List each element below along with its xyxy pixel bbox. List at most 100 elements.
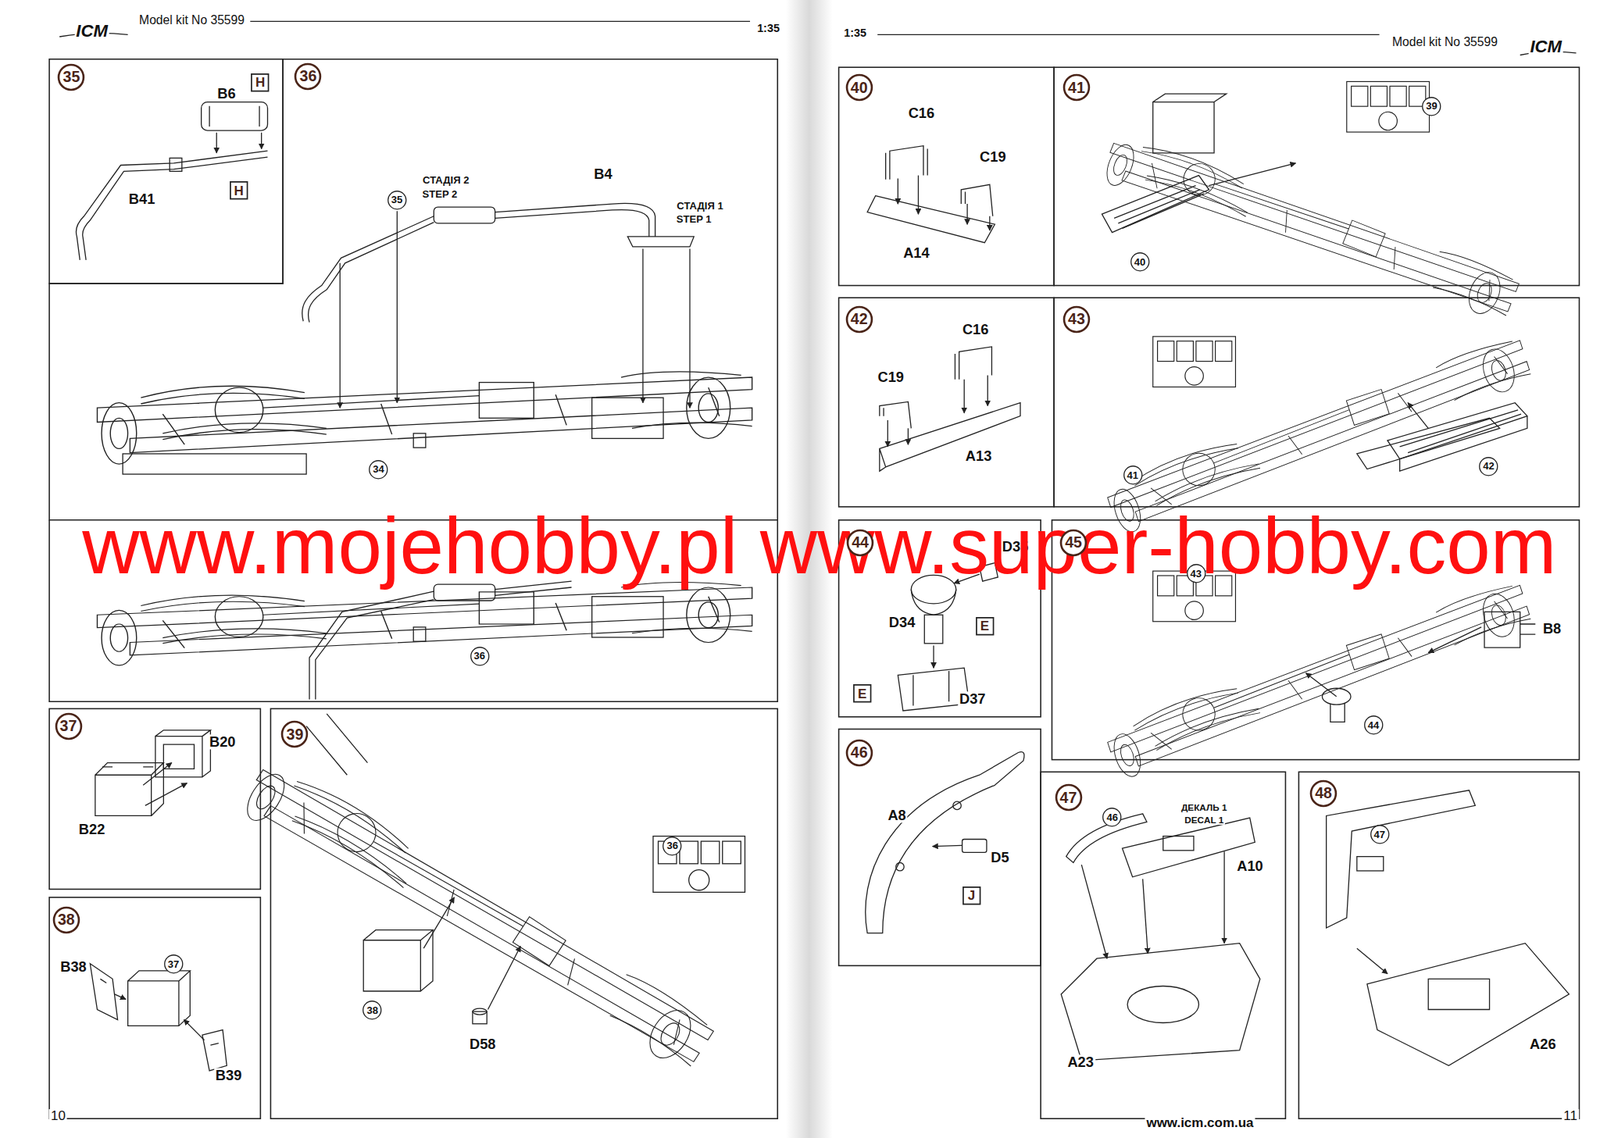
step-number-text: 48 xyxy=(1314,785,1333,802)
callout-number-shape xyxy=(1186,564,1205,583)
step-number: 46 xyxy=(846,739,873,767)
part-letter-box-text: H xyxy=(255,75,265,90)
watermark: www.mojehobby.pl www.super-hobby.com xyxy=(82,503,1557,588)
step-number-shape xyxy=(846,75,872,100)
callout-number-text: 41 xyxy=(1127,470,1140,481)
part-letter-box-shape xyxy=(251,74,269,92)
callout-number-shape xyxy=(1479,457,1498,475)
step-number-shape xyxy=(1064,307,1090,333)
callout-number-shape xyxy=(388,190,407,209)
callout-number-shape xyxy=(1123,466,1142,485)
step-number-text: 37 xyxy=(60,718,78,735)
callout-number-text: 36 xyxy=(474,650,486,661)
callout-number: 39 xyxy=(1421,96,1442,117)
part-label: B20 xyxy=(207,734,238,750)
step-number-text: 46 xyxy=(850,745,868,761)
step-number-text: 41 xyxy=(1067,80,1086,97)
part-label: C16 xyxy=(907,105,937,121)
part-letter-box-text: J xyxy=(967,889,975,903)
part-label: C19 xyxy=(875,370,906,386)
part-letter-box: J xyxy=(962,886,982,906)
brand-logo: ICM xyxy=(74,22,110,41)
part-label: B6 xyxy=(215,86,237,102)
step-number-text: 43 xyxy=(1067,311,1086,328)
step-number: 35 xyxy=(57,64,85,91)
step-number-shape xyxy=(1064,75,1090,100)
callout-number-text: 39 xyxy=(1425,100,1438,111)
callout-number-shape xyxy=(1103,808,1122,827)
part-label: A10 xyxy=(1235,858,1265,874)
part-letter-box-text: E xyxy=(980,619,990,633)
callout-number-shape xyxy=(470,646,489,665)
part-label: B4 xyxy=(592,167,614,183)
callout-number: 42 xyxy=(1478,457,1499,477)
callout-number-shape xyxy=(1364,716,1383,735)
callout-number: 41 xyxy=(1123,465,1143,486)
callout-number: 36 xyxy=(662,836,683,857)
part-label: C19 xyxy=(978,150,1008,165)
callout-number: 43 xyxy=(1186,564,1207,584)
step-number: 41 xyxy=(1063,74,1090,101)
step-number-text: 42 xyxy=(850,311,868,328)
step-number-text: 44 xyxy=(851,535,869,551)
step-number: 43 xyxy=(1063,306,1090,333)
callout-number: 36 xyxy=(470,646,490,667)
callout-number: 38 xyxy=(362,1000,383,1021)
callout-number-shape xyxy=(663,836,682,855)
part-letter-box-shape xyxy=(976,617,994,636)
part-label: B8 xyxy=(1541,621,1563,636)
part-label: D37 xyxy=(957,691,988,707)
footer-url: www.icm.com.ua xyxy=(1144,1116,1255,1131)
step-number: 38 xyxy=(53,907,80,934)
page-number: 10 xyxy=(49,1109,68,1124)
callout-number-shape xyxy=(1422,96,1441,115)
step-number-text: 38 xyxy=(57,912,75,929)
part-letter-box: E xyxy=(975,617,995,636)
step-number-shape xyxy=(1056,785,1082,811)
step-note: STEP 1 xyxy=(675,214,714,225)
callout-number-text: 35 xyxy=(391,194,404,205)
step-note: СТАДІЯ 2 xyxy=(421,175,471,186)
callout-number-shape xyxy=(1130,253,1149,272)
scale-text: 1:35 xyxy=(755,22,782,35)
callout-number-text: 43 xyxy=(1190,568,1203,579)
callout-number: 40 xyxy=(1130,252,1150,272)
header-text: Model kit No 35599 xyxy=(1390,35,1500,48)
part-letter-box-text: E xyxy=(857,687,867,701)
callout-number-text: 38 xyxy=(366,1005,379,1016)
step-number: 44 xyxy=(846,529,874,557)
decal-note: ДЕКАЛЬ 1 xyxy=(1179,803,1229,813)
step-number-text: 40 xyxy=(850,80,868,97)
step-number: 48 xyxy=(1310,780,1337,808)
part-letter-box-shape xyxy=(230,182,248,200)
callout-number-shape xyxy=(369,460,388,479)
callout-number-text: 34 xyxy=(372,464,385,475)
part-letter-box: H xyxy=(250,73,270,93)
part-label: A8 xyxy=(885,807,908,823)
part-label: D58 xyxy=(467,1037,498,1053)
callout-number: 37 xyxy=(164,954,184,975)
callout-number-shape xyxy=(363,1001,382,1020)
step-number-shape xyxy=(846,307,872,333)
part-label: A14 xyxy=(901,245,932,261)
callout-number-text: 47 xyxy=(1374,829,1386,840)
callout-number-text: 44 xyxy=(1367,720,1380,731)
step-number: 39 xyxy=(281,721,308,748)
step-number-text: 39 xyxy=(286,727,304,743)
part-letter-box-text: H xyxy=(233,184,243,198)
callout-number-shape xyxy=(164,955,183,974)
part-label: D34 xyxy=(887,614,918,630)
step-number-text: 35 xyxy=(63,69,81,86)
part-label: A13 xyxy=(964,448,994,464)
step-number-text: 36 xyxy=(300,68,318,85)
decal-note: DECAL 1 xyxy=(1182,815,1225,825)
step-number-shape xyxy=(282,721,308,747)
callout-number: 47 xyxy=(1370,825,1390,845)
header-text: Model kit No 35599 xyxy=(137,14,247,27)
part-label: D5 xyxy=(989,850,1011,866)
step-number-text: 47 xyxy=(1060,790,1078,807)
part-label: A26 xyxy=(1528,1037,1558,1053)
step-number-shape xyxy=(295,64,321,90)
part-label: B41 xyxy=(127,191,158,207)
part-label: A23 xyxy=(1065,1054,1096,1070)
